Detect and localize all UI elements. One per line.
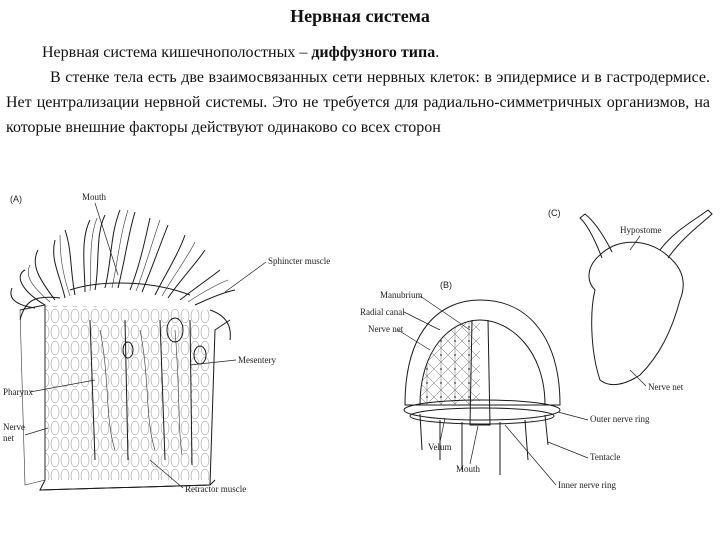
label-mouth-b: Mouth (456, 464, 481, 474)
label-nerve-a: Nerve (3, 422, 25, 432)
label-mesentery: Mesentery (238, 355, 276, 365)
label-sphincter: Sphincter muscle (268, 256, 330, 266)
label-pharynx: Pharynx (3, 387, 33, 397)
figure-c-hydra: (C) Hypostome Nerve net (548, 208, 713, 392)
figure-b-medusa: (B) Manubrium Radial canal Nerve net Vel… (360, 280, 650, 490)
label-nerve-net-b: Nerve net (368, 324, 404, 334)
intro-end: . (435, 44, 440, 61)
figure-c-letter: (C) (548, 208, 561, 218)
label-manubrium: Manubrium (380, 290, 423, 300)
label-net-a: net (3, 433, 14, 443)
page-title: Нервная система (290, 6, 430, 26)
body-paragraph: В стенке тела есть две взаимосвязанных с… (6, 69, 710, 136)
label-tentacle: Tentacle (590, 452, 620, 462)
label-inner-nerve-ring: Inner nerve ring (558, 480, 616, 490)
nervous-system-figure: (A) (3, 192, 713, 494)
intro-paragraph: Нервная система кишечнополостных – диффу… (6, 40, 710, 65)
label-nerve-net-c: Nerve net (648, 382, 684, 392)
figure-a-letter: (A) (10, 194, 22, 204)
label-outer-nerve-ring: Outer nerve ring (590, 414, 650, 424)
label-hypostome: Hypostome (620, 225, 662, 235)
label-velum: Velum (428, 442, 452, 452)
intro-bold: диффузного типа (311, 44, 436, 61)
label-radial-canal: Radial canal (360, 307, 405, 317)
figure-a-anemone: (A) (3, 192, 330, 494)
intro-text: Нервная система кишечнополостных – (42, 44, 312, 61)
label-mouth-a: Mouth (82, 192, 107, 202)
label-retractor: Retractor muscle (185, 484, 246, 494)
figure-b-letter: (B) (440, 280, 452, 290)
